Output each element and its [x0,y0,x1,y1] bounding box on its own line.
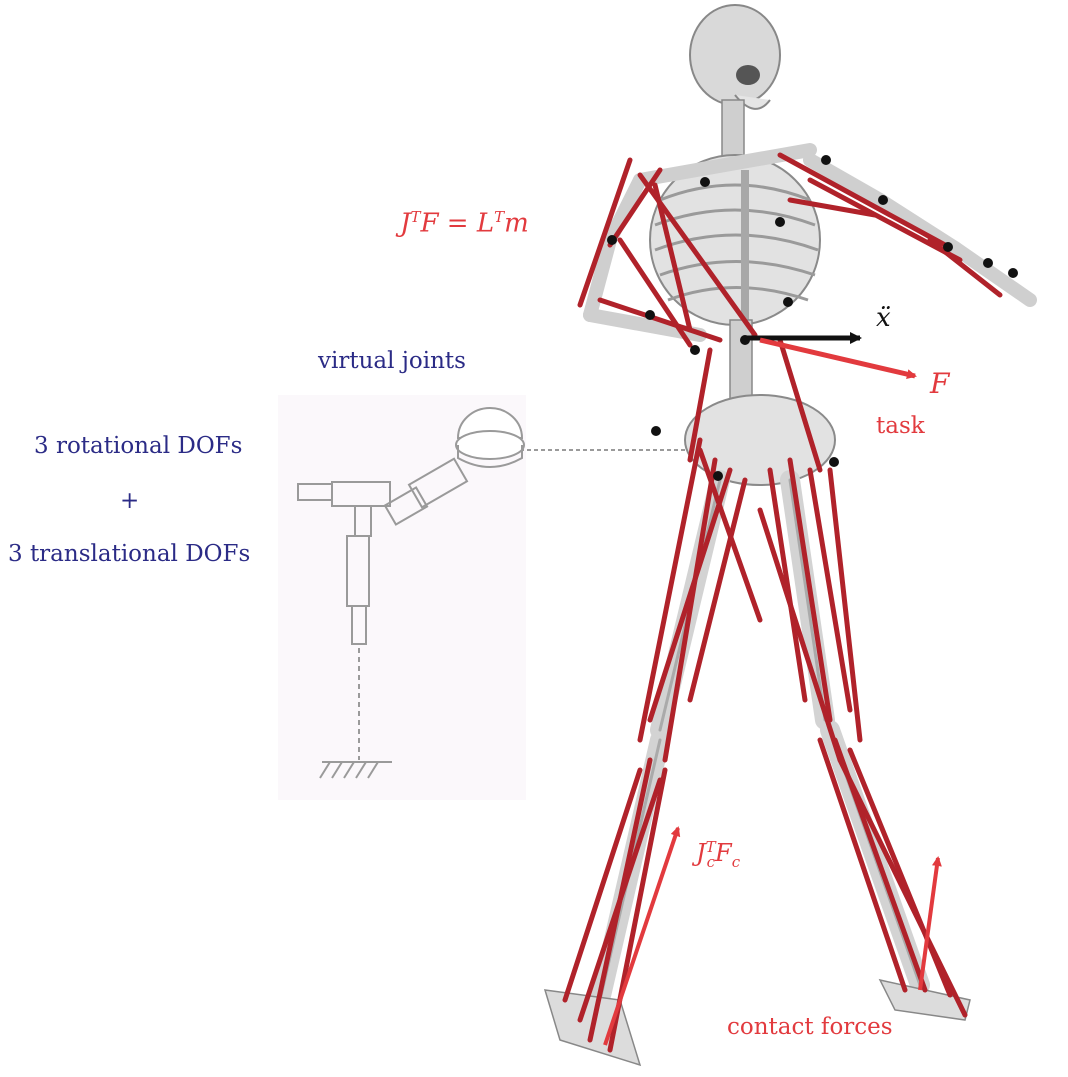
rotational-dofs-label: 3 rotational DOFs [34,435,242,458]
virtual-joints-label: virtual joints [318,350,466,373]
eqc-c: c [707,853,715,871]
eq-m: m [504,209,529,239]
xddot-label: ẍ [876,305,891,331]
plus-label: + [120,490,139,513]
eqc-F: F [715,839,732,867]
equation-contact: JTcFc [696,840,740,870]
eq-J: J [400,209,410,239]
force-F-label: F [930,370,949,398]
translational-dofs-label: 3 translational DOFs [8,543,250,566]
eq-F: F [420,209,438,239]
eq-L: L [477,209,494,239]
eq-equals: = [447,209,469,239]
contact-forces-label: contact forces [727,1016,893,1039]
task-label: task [876,415,925,438]
eqc-J: J [696,839,706,867]
eqc-c2: c [732,853,740,871]
eq-T1: T [410,208,420,226]
eq-T2: T [494,208,504,226]
equation-main: JTF = LTm [400,210,529,237]
